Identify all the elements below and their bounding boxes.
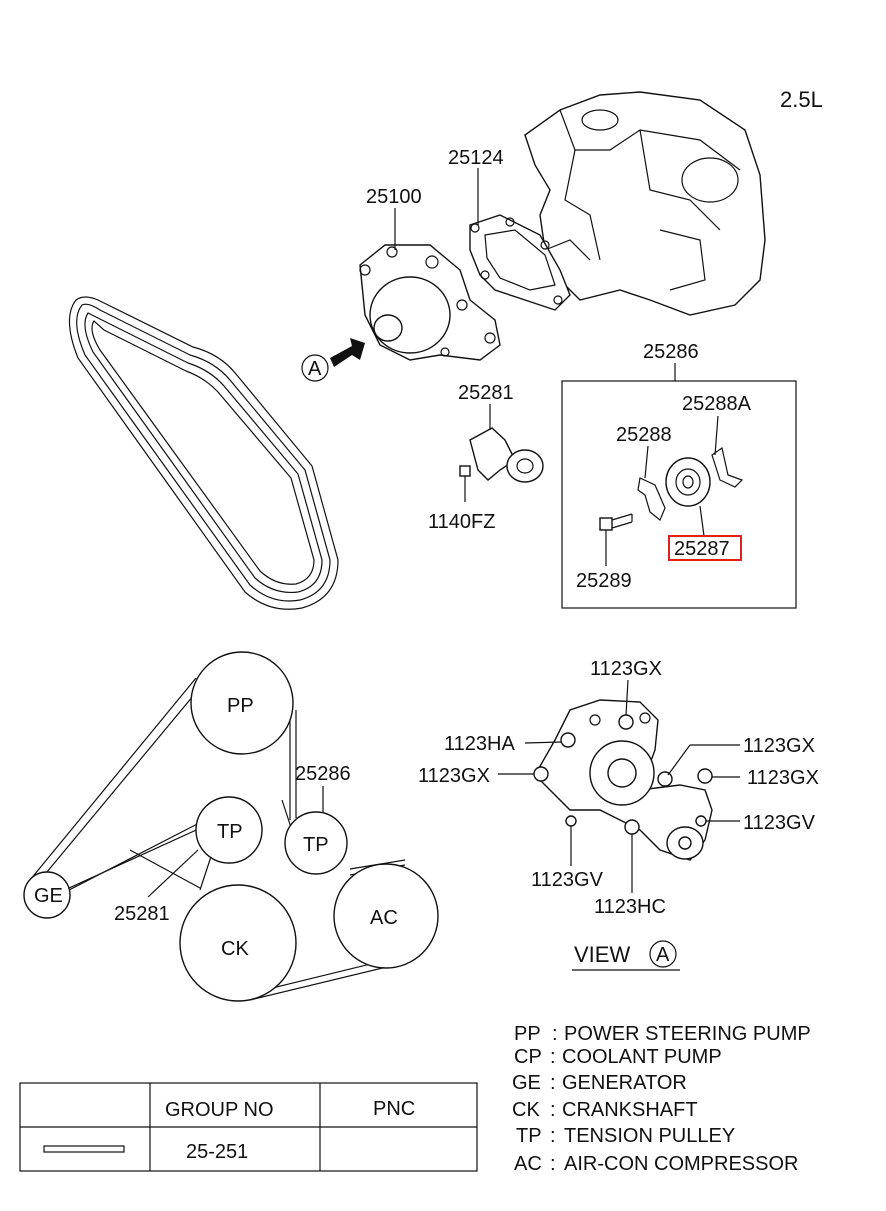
table-header-group: GROUP NO xyxy=(165,1099,274,1121)
svg-text::: : xyxy=(552,1023,558,1045)
pulley-ac xyxy=(333,863,439,969)
view-a-label-gx-right2: 1123GX xyxy=(747,767,819,789)
svg-text::: : xyxy=(550,1125,556,1147)
legend-desc: TENSION PULLEY xyxy=(564,1125,735,1147)
view-arrow-marker: A xyxy=(308,358,322,380)
legend-desc: CRANKSHAFT xyxy=(562,1099,698,1121)
view-a-label-gx-right1: 1123GX xyxy=(743,735,815,757)
legend-code: CK xyxy=(512,1099,540,1121)
svg-text::: : xyxy=(550,1072,556,1094)
part-label-25288: 25288 xyxy=(616,424,672,446)
table-header-pnc: PNC xyxy=(373,1098,415,1120)
legend-code: GE xyxy=(512,1072,541,1094)
pulley-label-ck: CK xyxy=(221,938,249,960)
view-a-drawing xyxy=(533,699,713,861)
legend: PP : POWER STEERING PUMP CP : COOLANT PU… xyxy=(512,1023,811,1175)
pulley-assembly-parts xyxy=(599,446,744,531)
view-a-title-text: VIEW xyxy=(574,942,630,967)
engine-block-sketch xyxy=(524,91,766,316)
pulley-label-ge: GE xyxy=(34,885,63,907)
part-label-25124: 25124 xyxy=(448,147,504,169)
assembly-box xyxy=(561,380,797,609)
pulley-tp-right xyxy=(284,811,348,875)
drive-belt xyxy=(68,296,339,610)
legend-code: CP xyxy=(514,1046,542,1068)
table-row-group: 25-251 xyxy=(186,1141,248,1163)
gasket-25124 xyxy=(469,214,571,311)
engine-size-label: 2.5L xyxy=(780,87,823,112)
water-pump-25100 xyxy=(359,244,501,361)
pulley-label-tp-left: TP xyxy=(217,821,243,843)
tensioner-25281 xyxy=(459,427,544,502)
pulley-tp-left xyxy=(195,796,263,864)
view-a-title-marker: A xyxy=(656,944,670,966)
view-arrow: A xyxy=(301,338,365,382)
legend-code: TP xyxy=(516,1125,542,1147)
part-label-25286-top: 25286 xyxy=(643,341,699,363)
svg-text::: : xyxy=(550,1046,556,1068)
pulley-label-pp: PP xyxy=(227,695,254,717)
pulley-pp xyxy=(190,651,294,755)
part-label-1140FZ: 1140FZ xyxy=(428,511,495,533)
pulley-ck xyxy=(179,884,297,1002)
view-a-label-ha: 1123HA xyxy=(444,733,515,755)
pulley-label-tp-right: TP xyxy=(303,834,329,856)
svg-text::: : xyxy=(550,1099,556,1121)
legend-desc: POWER STEERING PUMP xyxy=(564,1023,811,1045)
part-label-25281-top: 25281 xyxy=(458,382,514,404)
highlight-box-25287 xyxy=(668,535,742,561)
view-a-leaders xyxy=(498,679,740,893)
pulley-pnc-tp-right: 25286 xyxy=(295,763,351,785)
part-label-25289: 25289 xyxy=(576,570,632,592)
legend-desc: GENERATOR xyxy=(562,1072,687,1094)
belt-routing: PP TP TP GE CK AC 25286 25281 xyxy=(23,651,439,1002)
legend-desc: AIR-CON COMPRESSOR xyxy=(564,1153,798,1175)
belt-symbol xyxy=(43,1145,125,1153)
group-table: GROUP NO PNC 25-251 xyxy=(19,1082,478,1172)
view-a-label-gv-bottom: 1123GV xyxy=(531,869,604,891)
view-a-label-gx-top: 1123GX xyxy=(590,658,662,680)
legend-desc: COOLANT PUMP xyxy=(562,1046,722,1068)
legend-code: AC xyxy=(514,1153,542,1175)
pulley-label-ac: AC xyxy=(370,907,398,929)
view-a-label-gv-right: 1123GV xyxy=(743,812,816,834)
part-label-25100: 25100 xyxy=(366,186,422,208)
view-a-title: VIEW A xyxy=(572,940,680,971)
part-label-25287: 25287 xyxy=(674,538,730,560)
part-label-25288A: 25288A xyxy=(682,393,752,415)
view-a-label-gx-left: 1123GX xyxy=(418,765,490,787)
svg-text::: : xyxy=(550,1153,556,1175)
pulley-ge xyxy=(23,871,71,919)
view-a-label-hc: 1123HC xyxy=(594,896,666,918)
pulley-pnc-tp-left: 25281 xyxy=(114,903,170,925)
legend-code: PP xyxy=(514,1023,541,1045)
